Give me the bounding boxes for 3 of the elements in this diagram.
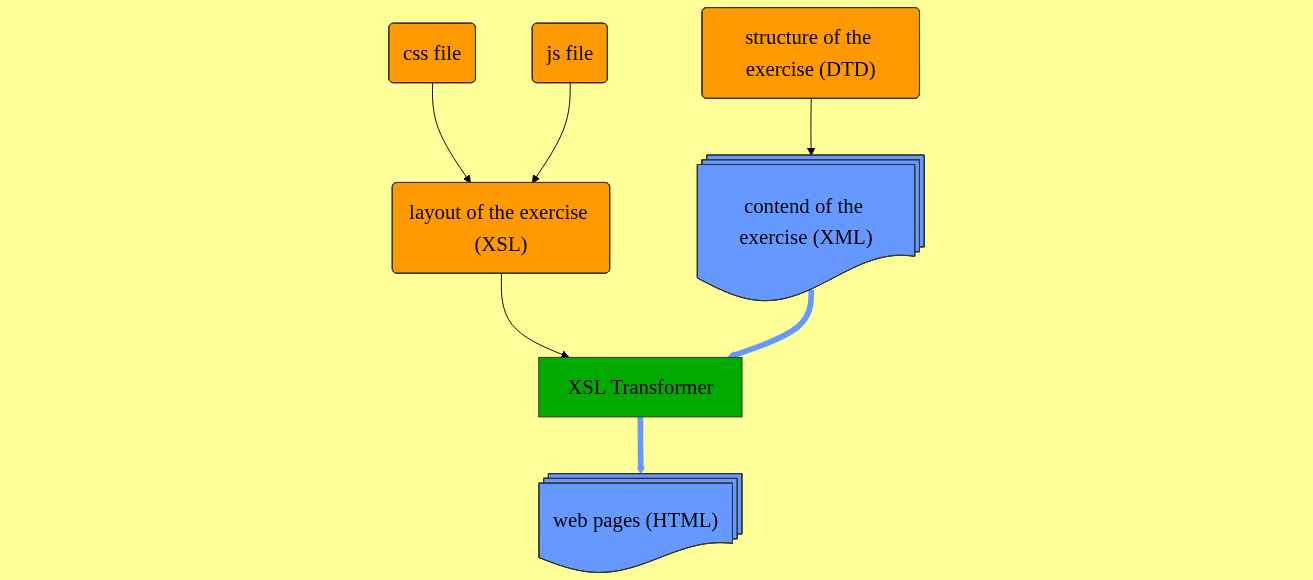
node-box: XSL Transformer [538, 356, 743, 418]
arrow [636, 416, 645, 475]
arrow [727, 289, 815, 359]
